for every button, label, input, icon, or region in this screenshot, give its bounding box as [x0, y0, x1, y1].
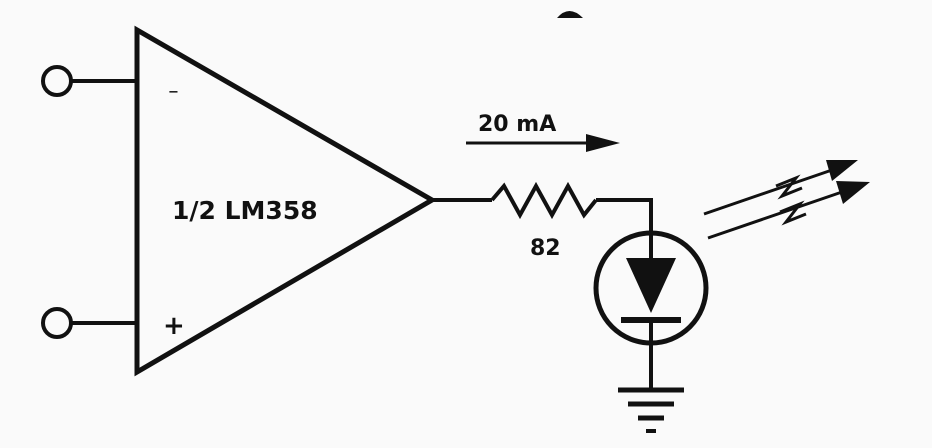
opamp-noninverting-symbol: + [163, 311, 185, 341]
inverting-input-terminal [41, 65, 73, 97]
led-feed-wire [596, 198, 653, 232]
opamp-triangle [134, 25, 437, 377]
opamp-label: 1/2 LM358 [172, 196, 318, 225]
resistor-value: 82 [530, 236, 561, 261]
led-diode-triangle [626, 258, 676, 313]
noninverting-input-terminal [41, 307, 73, 339]
current-label: 20 mA [478, 112, 556, 137]
current-arrow-head [586, 134, 620, 152]
opamp-inverting-symbol: − [168, 85, 179, 100]
top-mark [557, 11, 583, 18]
light-emission-icon [703, 160, 870, 240]
ground-icon [618, 387, 684, 433]
resistor [490, 181, 598, 220]
